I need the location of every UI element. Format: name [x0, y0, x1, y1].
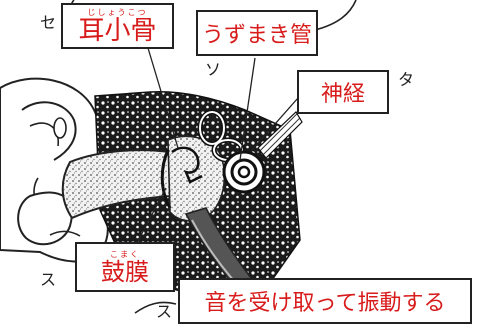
label-nerve: 神経 — [297, 70, 389, 114]
eardrum-shape — [160, 149, 172, 209]
ear-canal — [61, 149, 174, 220]
label-cochlea: うずまき管 — [196, 10, 318, 56]
pinna-inner-fold — [21, 101, 77, 161]
pinna-lobe-fold — [29, 122, 59, 147]
label-cochlea-text: うずまき管 — [201, 23, 312, 48]
label-ossicles: じしょうこつ 耳小骨 — [61, 3, 174, 49]
label-nerve-text: 神経 — [320, 82, 365, 107]
label-eardrum-reading: こまく — [110, 249, 140, 259]
nerve-shape — [257, 111, 303, 159]
label-function-note: 音を受け取って振動する — [178, 278, 472, 324]
letter-su-left: ス — [40, 270, 57, 289]
label-ossicles-text: 耳小骨 — [78, 15, 157, 46]
label-eardrum-text: 鼓膜 — [101, 257, 149, 286]
letter-su-bottom: ス — [156, 302, 173, 321]
ossicles-shape — [171, 146, 203, 184]
label-ossicles-reading: じしょうこつ — [87, 7, 148, 17]
label-eardrum: こまく 鼓膜 — [75, 242, 175, 292]
letter-so: ソ — [205, 60, 222, 79]
label-function-note-text: 音を受け取って振動する — [204, 291, 446, 316]
letter-ta: タ — [398, 70, 415, 89]
letter-se: セ — [40, 13, 57, 32]
cochlea-shape — [222, 150, 266, 194]
